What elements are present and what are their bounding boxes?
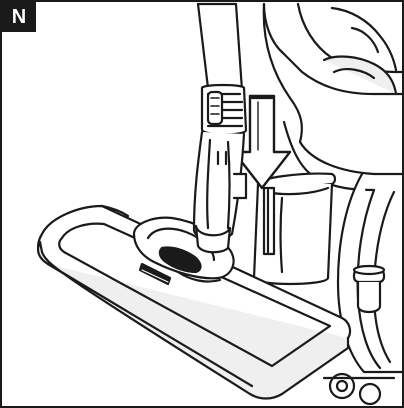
extension-tube <box>194 4 246 252</box>
parking-socket <box>254 174 335 284</box>
step-badge: N <box>2 2 36 32</box>
